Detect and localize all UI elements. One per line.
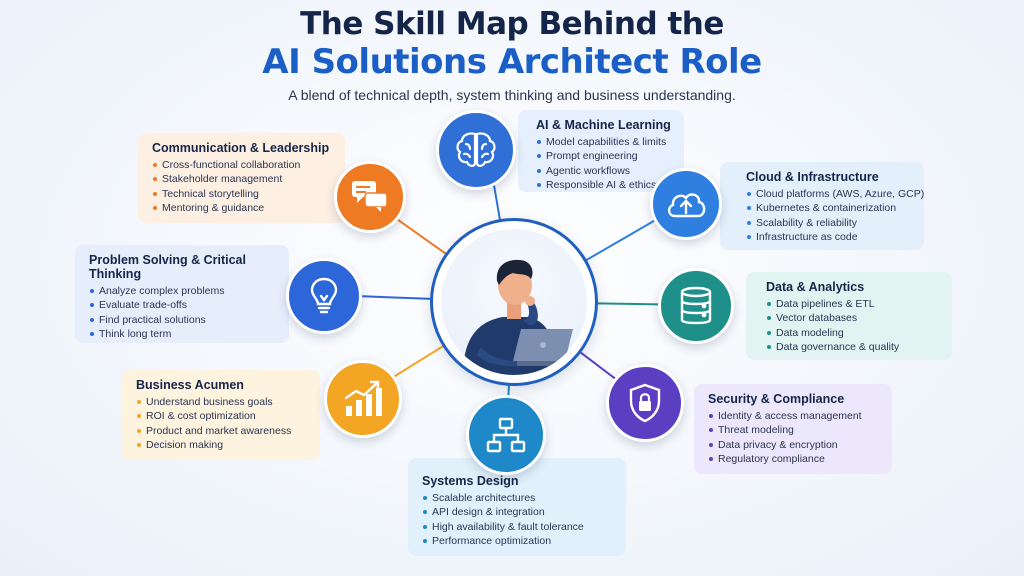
card-title: Cloud & Infrastructure [746,170,879,184]
list-item: Cloud platforms (AWS, Azure, GCP) [746,187,924,201]
list-item: API design & integration [422,505,614,519]
list-item: Data privacy & encryption [708,438,880,452]
person-at-laptop-icon [463,259,575,375]
list-item: Mentoring & guidance [152,201,333,215]
list-item: Technical storytelling [152,187,333,201]
card-ai: AI & Machine Learning Model capabilities… [518,110,684,192]
page-subtitle: A blend of technical depth, system think… [288,87,736,103]
card-problem: Problem Solving & Critical Thinking Anal… [75,245,289,343]
list-item: Decision making [136,438,308,452]
list-item: Vector databases [766,311,940,325]
card-business: Business Acumen Understand business goal… [122,370,320,460]
list-item: Data governance & quality [766,340,940,354]
list-item: Responsible AI & ethics [536,178,672,192]
cloud-upload-icon [650,168,722,240]
card-title: Problem Solving & Critical Thinking [89,253,246,281]
page-title-line-1: The Skill Map Behind the [300,6,724,42]
database-icon [658,268,734,344]
list-item: Data pipelines & ETL [766,297,940,311]
list-item: Threat modeling [708,423,880,437]
list-item: Scalability & reliability [746,216,912,230]
bar-chart-growth-icon [324,360,402,438]
card-title: Data & Analytics [766,280,865,294]
lightbulb-icon [286,258,362,334]
list-item: Analyze complex problems [89,284,277,298]
chat-bubbles-icon [334,161,406,233]
list-item: Identity & access management [708,409,880,423]
card-title: AI & Machine Learning [536,118,671,132]
list-item: High availability & fault tolerance [422,520,614,534]
list-item: Cross-functional collaboration [152,158,333,172]
list-item: Scalable architectures [422,491,614,505]
brain-icon [436,110,516,190]
card-title: Security & Compliance [708,392,845,406]
list-item: Stakeholder management [152,172,333,186]
card-title: Communication & Leadership [152,141,330,155]
card-systems: Systems Design Scalable architectures AP… [408,458,626,556]
card-data: Data & Analytics Data pipelines & ETL Ve… [746,272,952,360]
list-item: Regulatory compliance [708,452,880,466]
list-item: Data modeling [766,326,940,340]
card-title: Business Acumen [136,378,244,392]
hierarchy-diagram-icon [466,395,546,475]
shield-lock-icon [606,364,684,442]
center-architect-illustration [430,218,598,386]
list-item: Kubernetes & containerization [746,201,912,215]
list-item: Infrastructure as code [746,230,912,244]
list-item: Product and market awareness [136,424,308,438]
list-item: Performance optimization [422,534,614,548]
list-item: Prompt engineering [536,149,672,163]
card-security: Security & Compliance Identity & access … [694,384,892,474]
list-item: Find practical solutions [89,313,277,327]
list-item: Model capabilities & limits [536,135,672,149]
list-item: Agentic workflows [536,164,672,178]
card-cloud: Cloud & Infrastructure Cloud platforms (… [720,162,924,250]
card-communication: Communication & Leadership Cross-functio… [138,133,345,223]
list-item: Think long term [89,327,277,341]
card-title: Systems Design [422,474,519,488]
page-title-line-2: AI Solutions Architect Role [262,42,762,82]
list-item: ROI & cost optimization [136,409,308,423]
list-item: Understand business goals [136,395,308,409]
list-item: Evaluate trade-offs [89,298,277,312]
